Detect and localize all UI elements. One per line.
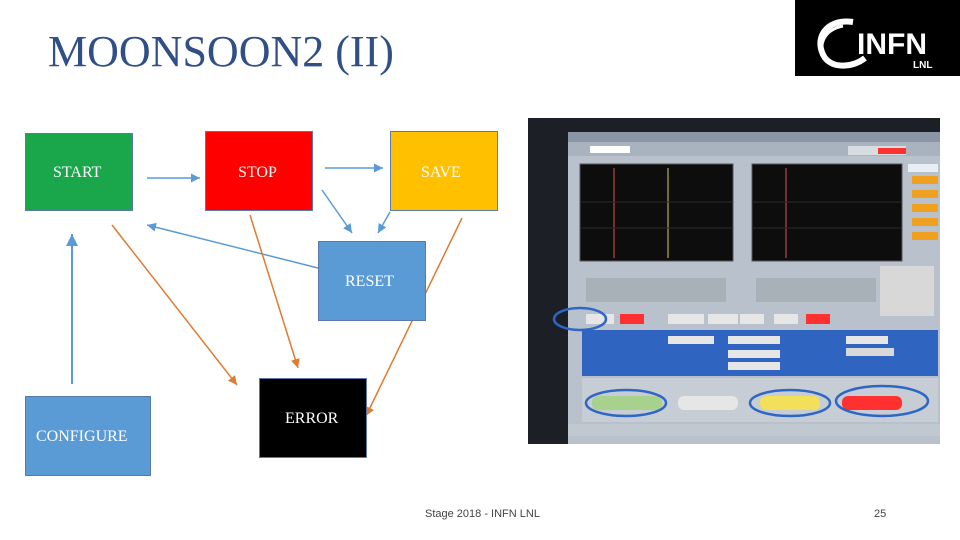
stop-label: STOP — [238, 164, 277, 181]
logo-text: INFN — [857, 28, 927, 61]
stop-box: STOP — [205, 131, 313, 211]
error-box: ERROR — [259, 378, 367, 458]
arrow-start-to-error — [111, 224, 238, 386]
reset-box: RESET — [318, 241, 426, 321]
infn-logo-mark: INFN LNL — [817, 18, 932, 71]
footer-text: Stage 2018 - INFN LNL — [425, 508, 540, 520]
software-screenshot-photo — [528, 118, 940, 444]
slide-title: MOONSOON2 (II) — [48, 27, 394, 76]
configure-label: CONFIGURE — [36, 428, 128, 445]
arrow-reset-to-start — [146, 222, 319, 269]
arrow-stop-to-reset — [321, 189, 353, 234]
start-box: START — [25, 133, 133, 211]
configure-box: CONFIGURE — [25, 396, 151, 476]
reset-label: RESET — [345, 273, 394, 290]
start-label: START — [53, 164, 102, 181]
logo-subtext: LNL — [913, 60, 932, 71]
infn-logo: INFN LNL — [795, 0, 960, 76]
page-number: 25 — [874, 508, 887, 520]
arrow-save-to-reset — [377, 211, 391, 234]
error-label: ERROR — [285, 410, 339, 427]
save-box: SAVE — [390, 131, 498, 211]
save-label: SAVE — [421, 164, 461, 181]
arrow-stop-to-error — [249, 214, 300, 369]
